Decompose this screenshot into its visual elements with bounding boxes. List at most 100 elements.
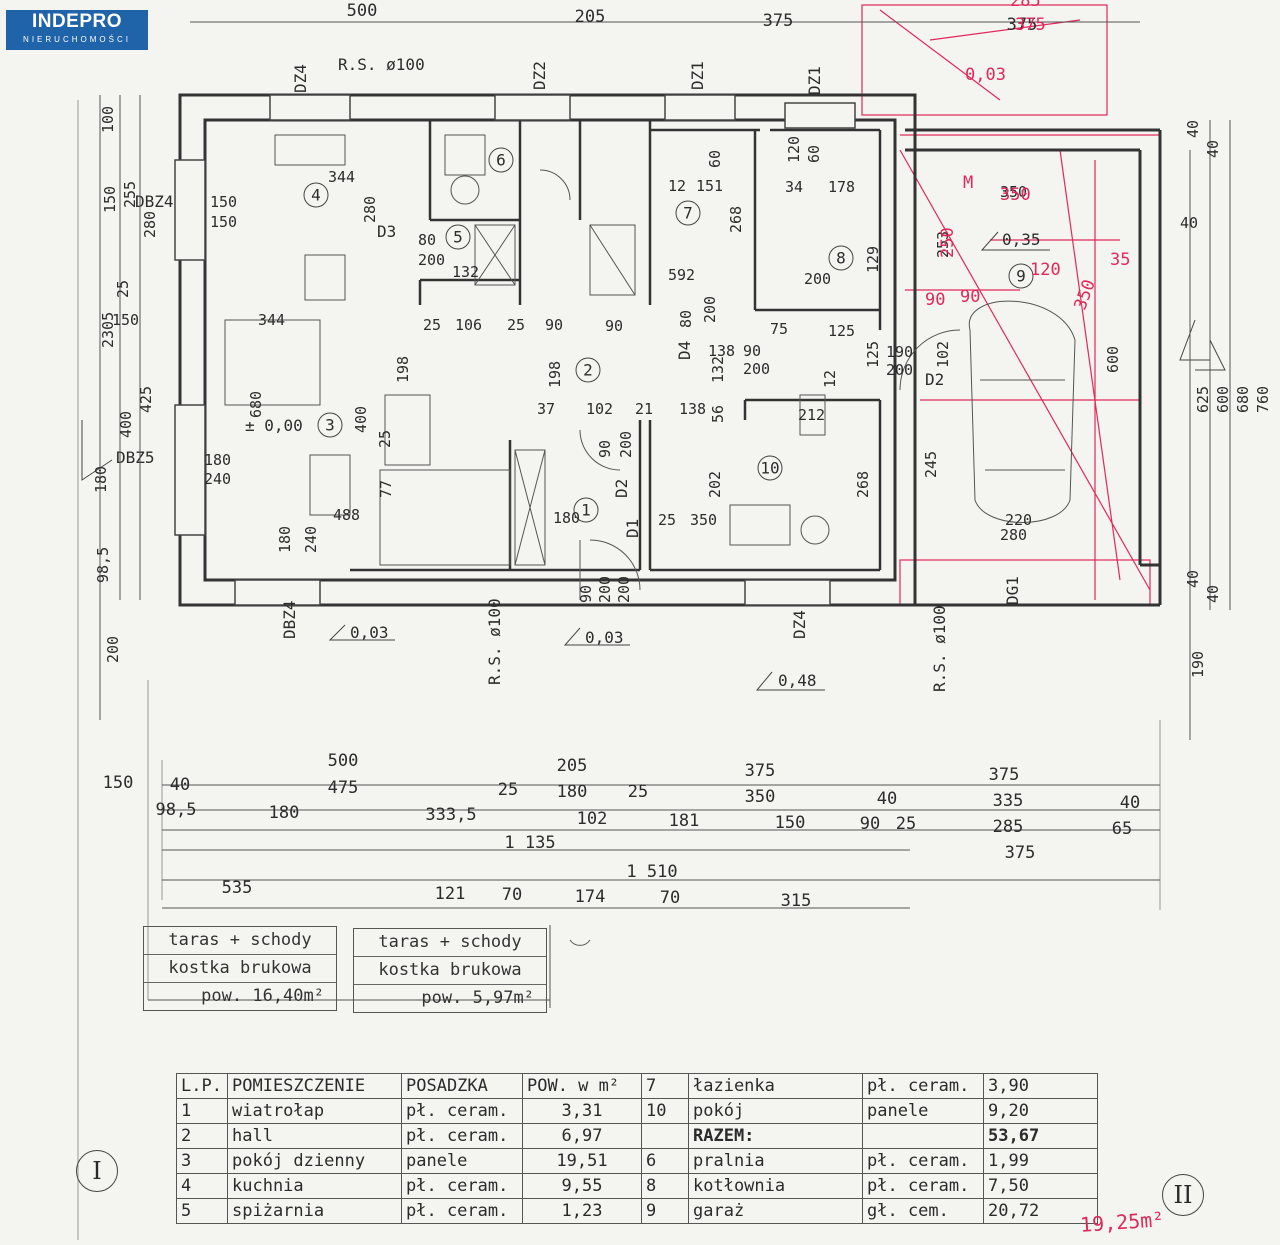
table-row: 2 hall pł. ceram. 6,97 RAZEM: 53,67 <box>176 1123 1098 1149</box>
dim-180-window: 180 <box>204 451 231 469</box>
section-mark-ii: II <box>1162 1174 1204 1216</box>
legend-header-row: L.P. POMIESZCZENIE POSADZKA POW. w m² 7 … <box>176 1073 1098 1099</box>
left-dim-150-b: 150 <box>112 311 139 329</box>
legend-cell: wiatrołap <box>227 1098 402 1124</box>
level-003a: 0,03 <box>350 623 389 642</box>
dg1-label: DG1 <box>1003 576 1022 605</box>
legend-header-area: POW. w m² <box>522 1073 642 1099</box>
dim-106: 106 <box>455 316 482 334</box>
dim-240-window: 240 <box>204 470 231 488</box>
rs-top-label: R.S. ø100 <box>338 55 425 74</box>
room-number-5: 5 <box>453 228 463 247</box>
dim-34: 34 <box>785 178 803 196</box>
dim-280-car: 280 <box>1000 526 1027 544</box>
dim-592: 592 <box>668 266 695 284</box>
dim-180-vestibule: 180 <box>553 509 580 527</box>
dim-12-bath: 12 <box>668 177 686 195</box>
left-dim-150: 150 <box>101 186 119 213</box>
dim-202: 202 <box>706 471 724 498</box>
left-dim-280: 280 <box>141 211 159 238</box>
red-dim-90b: 90 <box>960 287 980 307</box>
level-048: 0,48 <box>778 671 817 690</box>
bottom-row1-375: 375 <box>745 761 776 781</box>
dim-60-bath: 60 <box>706 150 724 168</box>
dim-90-a: 90 <box>545 316 563 334</box>
dim-200-pantry: 200 <box>418 251 445 269</box>
dim-25-b: 25 <box>507 316 525 334</box>
legend-cell: 5 <box>176 1198 228 1224</box>
legend-cell: hall <box>227 1123 402 1149</box>
dz1b-label: DZ1 <box>805 66 824 95</box>
legend-cell: pł. ceram. <box>401 1198 523 1224</box>
left-dim-100: 100 <box>99 106 117 133</box>
bottom-row2-40: 40 <box>170 775 190 795</box>
dim-90-hall: 90 <box>596 440 614 458</box>
left-dim-255: 255 <box>121 181 139 208</box>
legend-header-floor: POSADZKA <box>401 1073 523 1099</box>
dim-200-vestibule-b: 200 <box>615 576 633 603</box>
legend-cell: 3 <box>176 1148 228 1174</box>
bottom-row4-1135: 1 135 <box>504 833 555 853</box>
dim-125-b: 125 <box>864 341 882 368</box>
room-number-8: 8 <box>836 249 846 268</box>
room-number-6: 6 <box>496 151 506 170</box>
dim-240-bottom-window: 240 <box>302 526 320 553</box>
dz2-label: DZ2 <box>530 61 549 90</box>
table-row: 1 wiatrołap pł. ceram. 3,31 10 pokój pan… <box>176 1098 1098 1124</box>
legend-cell: 19,51 <box>522 1148 642 1174</box>
legend-cell: panele <box>401 1148 523 1174</box>
table-row: 3 pokój dzienny panele 19,51 6 pralnia p… <box>176 1148 1098 1174</box>
red-dim-120: 120 <box>1030 260 1061 280</box>
dim-150-b: 150 <box>210 213 237 231</box>
legend-cell: 2 <box>176 1123 228 1149</box>
level-035: 0,35 <box>1002 230 1041 249</box>
bottom-row3-98-5: 98,5 <box>156 800 197 820</box>
legend-cell: 20,72 <box>983 1198 1098 1224</box>
dim-129: 129 <box>864 246 882 273</box>
room-legend-table: L.P. POMIESZCZENIE POSADZKA POW. w m² 7 … <box>176 1073 1098 1224</box>
dim-178: 178 <box>828 178 855 196</box>
legend-header-lp: L.P. <box>176 1073 228 1099</box>
legend-cell: pł. ceram. <box>401 1098 523 1124</box>
table-row: 4 kuchnia pł. ceram. 9,55 8 kotłownia pł… <box>176 1173 1098 1199</box>
red-dim-350: 350 <box>1000 185 1031 205</box>
bottom-row1-375b: 375 <box>989 765 1020 785</box>
dim-212: 212 <box>798 406 825 424</box>
legend-cell: 9 <box>641 1198 689 1224</box>
dim-138-hall: 138 <box>708 342 735 360</box>
terrace-right-line1: taras + schody <box>354 929 546 957</box>
right-dim-760: 760 <box>1254 386 1272 413</box>
dim-268-room10: 268 <box>854 471 872 498</box>
bottom-row2-40b: 40 <box>877 789 897 809</box>
dim-350-garage: 350 <box>1000 183 1027 201</box>
room-number-10: 10 <box>760 459 779 478</box>
dim-488: 488 <box>333 506 360 524</box>
dim-350-room10: 350 <box>690 511 717 529</box>
room-number-3: 3 <box>325 416 335 435</box>
room-number-1: 1 <box>581 501 591 520</box>
dim-25-room10: 25 <box>658 511 676 529</box>
left-dim-425: 425 <box>137 386 155 413</box>
legend-cell: pł. ceram. <box>862 1148 984 1174</box>
room-number-9: 9 <box>1016 267 1026 286</box>
dim-268-bath: 268 <box>727 206 745 233</box>
bottom-row2-40c: 40 <box>1120 793 1140 813</box>
terrace-right-line2: kostka brukowa <box>354 957 546 985</box>
legend-cell: RAZEM: <box>688 1123 863 1149</box>
dim-56: 56 <box>709 405 727 423</box>
right-dim-40-b: 40 <box>1204 140 1222 158</box>
right-dim-625: 625 <box>1194 386 1212 413</box>
right-dim-40-a: 40 <box>1184 120 1202 138</box>
bottom-row3-90: 90 <box>860 814 880 834</box>
bottom-row2-25a: 25 <box>498 780 518 800</box>
top-dim-3: 375 <box>763 11 794 31</box>
dim-75: 75 <box>770 320 788 338</box>
bottom-row3-150: 150 <box>775 813 806 833</box>
red-dim-285: 285 <box>1010 0 1041 11</box>
bottom-row1-500: 500 <box>328 751 359 771</box>
bottom-row2-335: 335 <box>993 791 1024 811</box>
legend-cell <box>862 1123 984 1149</box>
room-number-4: 4 <box>311 186 321 205</box>
red-dim-375: 375 <box>1015 15 1046 35</box>
level-000: ± 0,00 <box>245 416 303 435</box>
